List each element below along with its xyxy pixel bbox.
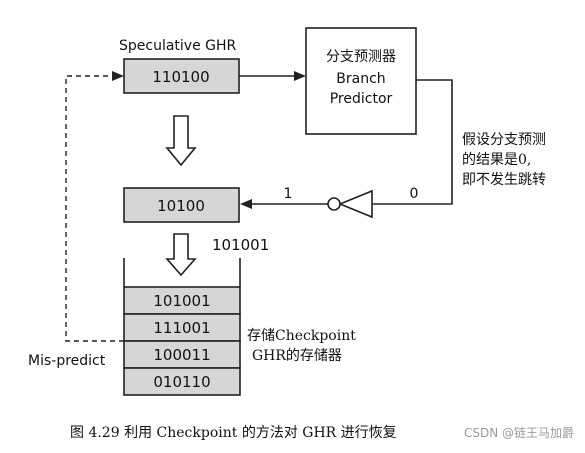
predictor-label-branch: Branch [336,71,385,87]
inverter-output-label: 1 [284,186,293,202]
inverter-to-ghr-arrowhead [240,199,252,209]
down-arrow-lower [165,233,197,277]
storage-row [123,313,241,342]
watermark: CSDN @链王马加爵 [464,425,574,440]
mispredict-restore-path [65,75,124,342]
speculative-ghr-value: 110100 [152,68,209,86]
storage-row [123,367,241,396]
predictor-label-predictor: Predictor [330,91,393,107]
storage-row [123,340,241,369]
figure-caption: 图 4.29 利用 Checkpoint 的方法对 GHR 进行恢复 [70,424,397,441]
ghr-to-predictor-arrowhead [294,71,306,81]
down-arrow-upper [165,115,197,167]
storage-open-top [123,258,241,287]
storage-label-line-2: GHR的存储器 [252,348,342,364]
mispredict-restore-arrowhead [112,71,124,81]
storage-row-value: 010110 [153,373,210,391]
storage-label-line-1: 存储Checkpoint [247,328,356,344]
speculative-ghr-label: Speculative GHR [119,38,237,54]
updated-ghr-value: 10100 [157,197,205,215]
inverter-input-label: 0 [410,186,419,202]
assumption-line-3: 即不发生跳转 [462,172,546,188]
branch-predictor-box [305,27,417,135]
mispredict-label: Mis-predict [28,353,106,369]
assumption-line-1: 假设分支预测 [462,132,546,148]
prediction-output-line [372,79,453,205]
updated-ghr-box [123,187,240,223]
predictor-label-cn: 分支预测器 [326,49,396,65]
storage-row-value: 101001 [153,292,210,310]
checkpoint-value-label: 101001 [212,236,269,254]
storage-row-value: 111001 [153,319,210,337]
assumption-line-2: 的结果是0, [462,152,531,168]
inverter-triangle [337,189,373,219]
inverter-bubble [327,197,341,211]
storage-row-value: 100011 [153,346,210,364]
storage-row [123,286,241,315]
